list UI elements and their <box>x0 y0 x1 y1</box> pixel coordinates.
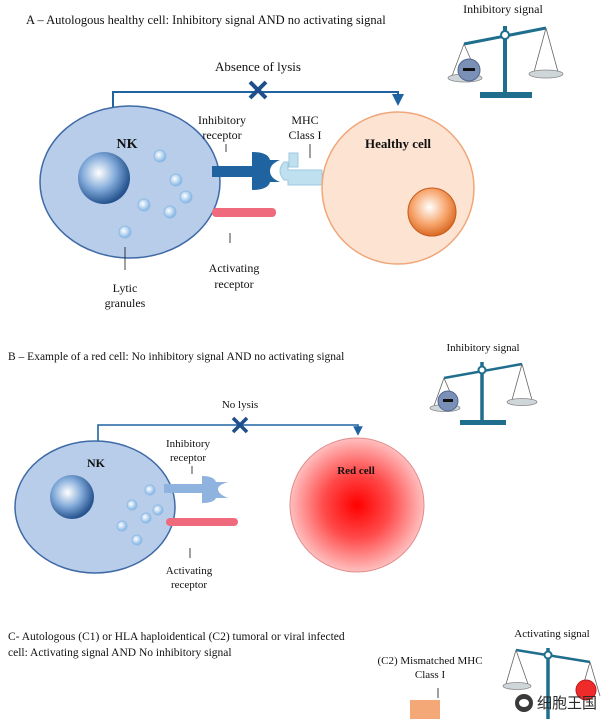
nk-nucleus <box>78 152 130 204</box>
activating-receptor-label-1: Activating <box>166 565 213 577</box>
lytic-granules-label-2: granules <box>105 296 146 310</box>
panel-b-heading: B – Example of a red cell: No inhibitory… <box>8 351 344 363</box>
watermark: 细胞王国 <box>514 692 597 713</box>
lytic-granules <box>116 484 164 546</box>
inhibitory-receptor <box>164 476 228 503</box>
mhc-class-i <box>279 152 323 186</box>
mhc-label-2: Class I <box>289 128 322 142</box>
nk-nucleus <box>50 475 94 519</box>
mismatch-mhc-label-1: (C2) Mismatched MHC <box>377 655 482 667</box>
healthy-nucleus <box>407 187 457 237</box>
activating-receptor-label-2: receptor <box>171 579 207 591</box>
mhc-label-1: MHC <box>291 113 318 127</box>
activating-receptor-label-1: Activating <box>209 261 260 275</box>
inhibitory-receptor-label-1: Inhibitory <box>198 113 246 127</box>
nk-label: NK <box>87 456 106 470</box>
red-cell-label: Red cell <box>337 465 375 477</box>
scale-a-label: Inhibitory signal <box>463 2 543 16</box>
panel-a-heading: A – Autologous healthy cell: Inhibitory … <box>26 13 386 27</box>
wechat-logo-icon <box>514 693 533 712</box>
mismatch-mhc-label-2: Class I <box>415 669 446 681</box>
healthy-cell-label: Healthy cell <box>365 136 431 151</box>
absence-lysis-label: Absence of lysis <box>215 59 301 74</box>
activating-receptor <box>166 518 238 526</box>
balance-scale-icon <box>502 648 601 719</box>
no-lysis-label: No lysis <box>222 399 258 411</box>
lytic-granules <box>118 149 193 239</box>
inhibitory-receptor <box>212 152 280 190</box>
nk-cell <box>39 105 221 259</box>
inhibitory-receptor-label-2: receptor <box>202 128 241 142</box>
mismatched-mhc-block <box>410 700 440 719</box>
lytic-granules-label-1: Lytic <box>113 281 138 295</box>
red-cell <box>289 437 425 573</box>
lysis-arrow <box>97 424 363 445</box>
balance-scale-icon <box>429 362 538 425</box>
nk-label: NK <box>117 137 138 152</box>
panel-c-heading-2: cell: Activating signal AND No inhibitor… <box>8 647 232 659</box>
watermark-text: 细胞王国 <box>536 694 597 712</box>
block-x-icon <box>248 80 268 100</box>
panel-c-heading-1: C- Autologous (C1) or HLA haploidentical… <box>8 631 345 643</box>
activating-receptor-label-2: receptor <box>214 277 253 291</box>
inhibitory-receptor-label-1: Inhibitory <box>166 438 210 450</box>
activating-receptor <box>212 208 276 217</box>
scale-b-label: Inhibitory signal <box>446 342 519 354</box>
block-x-icon <box>231 416 249 434</box>
healthy-cell <box>321 111 475 265</box>
balance-scale-icon <box>447 26 564 98</box>
inhibitory-receptor-label-2: receptor <box>170 452 206 464</box>
scale-c-label: Activating signal <box>514 628 589 640</box>
